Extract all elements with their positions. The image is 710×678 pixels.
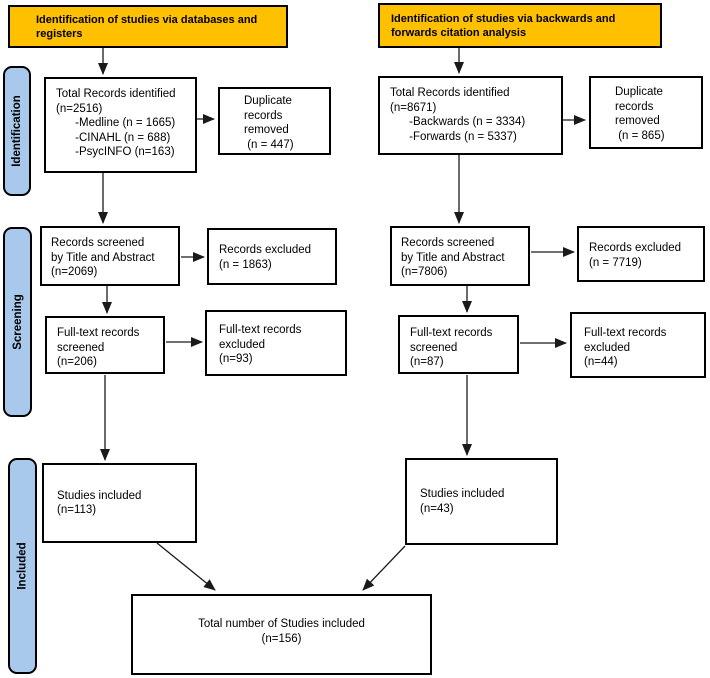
box-db-total-records: Total Records identified (n=2516) -Medli… [44,77,197,173]
box-db-fulltext-excluded: Full-text records excluded (n=93) [205,310,347,376]
box-citation-fulltext-excluded: Full-text records excluded (n=44) [570,312,706,378]
box-citation-duplicates-removed-text: Duplicate records removed (n = 865) [615,86,665,142]
box-db-fulltext-excluded-text: Full-text records excluded (n=93) [219,324,302,365]
box-citation-duplicates-removed: Duplicate records removed (n = 865) [589,76,703,149]
stage-included: Included [8,458,37,674]
header-citation-analysis: Identification of studies via backwards … [378,3,662,48]
box-citation-total-records-text: Total Records identified (n=8671) -Backw… [390,87,526,143]
arrow-db-included-to-final [156,542,216,591]
box-db-studies-included-text: Studies included (n=113) [57,489,142,517]
box-db-total-records-text: Total Records identified (n=2516) -Medli… [56,88,176,158]
box-citation-records-screened: Records screened by Title and Abstract (… [390,226,530,286]
box-citation-studies-included-text: Studies included (n=43) [420,488,505,515]
box-db-fulltext-screened: Full-text records screened (n=206) [45,316,165,374]
box-citation-studies-included: Studies included (n=43) [405,458,558,545]
stage-screening: Screening [3,227,32,417]
box-db-records-screened: Records screened by Title and Abstract (… [40,226,180,286]
box-db-studies-included: Studies included (n=113) [42,463,197,543]
box-total-studies-included: Total number of Studies included (n=156) [131,594,432,675]
stage-included-label: Included [16,542,29,590]
box-db-records-excluded-text: Records excluded (n = 1863) [219,244,312,271]
header-citation-analysis-label: Identification of studies via backwards … [391,12,616,39]
box-db-duplicates-removed: Duplicate records removed (n = 447) [218,87,331,155]
stage-identification-label: Identification [11,95,23,167]
box-db-records-screened-text: Records screened by Title and Abstract (… [51,237,155,278]
header-databases-registers-label: Identification of studies via databases … [36,13,258,40]
stage-identification: Identification [3,66,31,196]
box-citation-total-records: Total Records identified (n=8671) -Backw… [378,76,563,155]
header-databases-registers: Identification of studies via databases … [8,5,288,48]
stage-screening-label: Screening [11,294,24,350]
box-db-fulltext-screened-text: Full-text records screened (n=206) [57,327,140,368]
box-citation-records-screened-text: Records screened by Title and Abstract (… [401,237,505,278]
box-citation-records-excluded: Records excluded (n = 7719) [577,226,705,282]
box-db-records-excluded: Records excluded (n = 1863) [207,228,337,285]
box-citation-fulltext-excluded-text: Full-text records excluded (n=44) [584,327,667,368]
box-db-duplicates-removed-text: Duplicate records removed (n = 447) [244,95,294,151]
box-citation-records-excluded-text: Records excluded (n = 7719) [589,242,682,269]
box-citation-fulltext-screened-text: Full-text records screened (n=87) [410,327,493,368]
box-citation-fulltext-screened: Full-text records screened (n=87) [398,315,519,374]
arrow-citation-included-to-final [362,545,406,591]
box-total-studies-included-text: Total number of Studies included (n=156) [198,618,365,645]
